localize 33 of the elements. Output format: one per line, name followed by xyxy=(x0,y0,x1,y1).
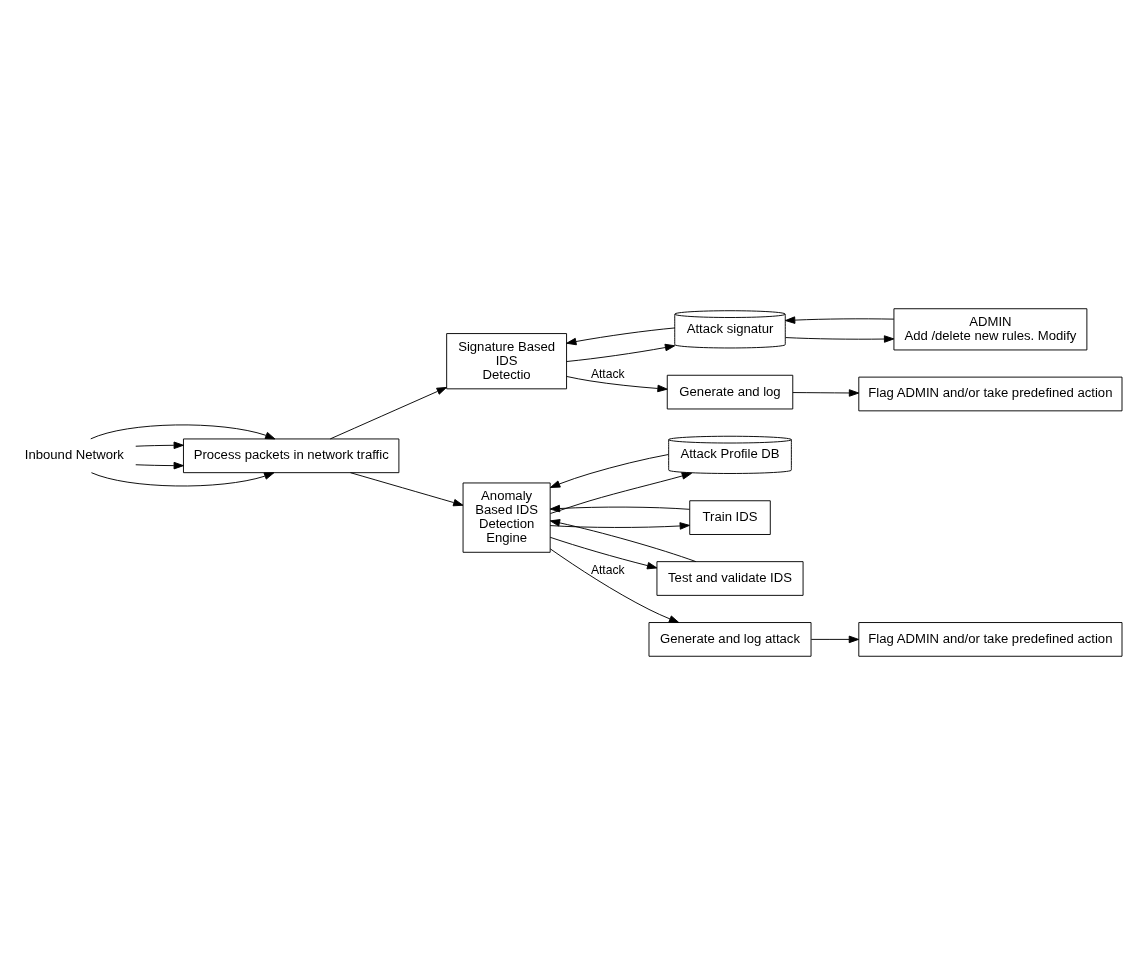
arrow xyxy=(785,334,895,343)
arrow xyxy=(135,461,184,469)
arrow xyxy=(549,504,690,512)
arrow xyxy=(90,471,275,486)
arrow xyxy=(785,315,895,324)
arrow xyxy=(549,471,693,514)
arrow xyxy=(549,536,658,569)
node-text: Inbound Network xyxy=(24,446,124,462)
node-box: ADMIN Add /delete new rules. Modify xyxy=(893,307,1088,350)
arrow xyxy=(549,518,697,562)
node-box: Flag ADMIN and/or take predefined action xyxy=(858,376,1123,411)
node-box: Flag ADMIN and/or take predefined action xyxy=(858,621,1123,657)
arrow xyxy=(90,424,276,439)
arrow xyxy=(329,386,447,439)
node-box: Signature Based IDS Detectio xyxy=(446,332,568,389)
node-box: Anomaly Based IDS Detection Engine xyxy=(462,482,551,553)
edge-label: Attack xyxy=(590,366,625,380)
arrow xyxy=(566,375,668,392)
arrow xyxy=(810,635,860,643)
arrow xyxy=(350,471,464,506)
arrow xyxy=(135,441,184,449)
arrow xyxy=(549,521,690,530)
arrow xyxy=(549,453,669,488)
node-box: Generate and log xyxy=(666,374,794,409)
edge-label: Attack xyxy=(590,562,625,577)
node-box: Train IDS xyxy=(689,499,771,535)
node-box: Process packets in network traffic xyxy=(183,437,400,473)
arrow xyxy=(566,343,676,362)
node-box: Generate and log attack xyxy=(648,621,812,657)
arrow xyxy=(792,388,860,397)
arrow xyxy=(566,326,676,345)
node-box: Test and validate IDS xyxy=(656,560,804,596)
arrow xyxy=(549,547,680,623)
